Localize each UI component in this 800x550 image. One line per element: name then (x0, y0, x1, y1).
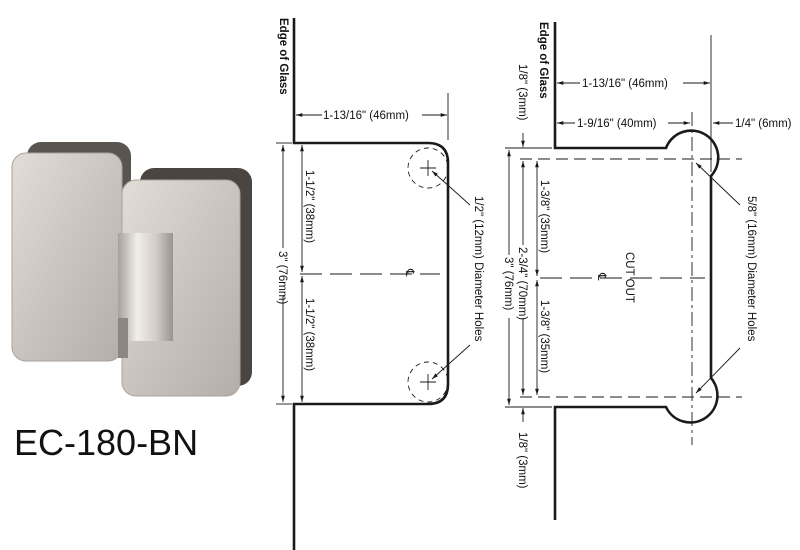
glass-width-dim: 1-13/16" (46mm) (323, 110, 409, 122)
glass-hole-drawing (276, 18, 471, 550)
cutout-edge-of-glass-label: Edge of Glass (537, 22, 549, 99)
glass-upper-half-dim: 1-1/2" (38mm) (303, 170, 315, 243)
cutout-upper-half-dim: 1-3/8" (35mm) (538, 180, 550, 253)
edge-of-glass-label: Edge of Glass (277, 18, 289, 95)
cutout-height-dim: 3" (76mm) (502, 257, 514, 310)
hole-top (407, 147, 449, 189)
cutout-width-dim: 1-13/16" (46mm) (582, 78, 668, 90)
glass-lower-half-dim: 1-1/2" (38mm) (303, 298, 315, 371)
hole-bottom (407, 361, 449, 403)
hole-center-dim: 1-9/16" (40mm) (577, 118, 657, 130)
offset-dim: 1/4" (6mm) (735, 118, 792, 130)
top-gap-dim: 1/8" (3mm) (516, 64, 528, 121)
model-number: EC-180-BN (14, 422, 198, 463)
glass-height-dim: 3" (76mm) (276, 251, 288, 304)
cutout-centerline-symbol: ℄ (595, 272, 607, 281)
glass-holes-label: 1/2" (12mm) Diameter Holes (472, 196, 484, 342)
bottom-gap-dim: 1/8" (3mm) (516, 432, 528, 489)
cutout-lower-half-dim: 1-3/8" (35mm) (538, 300, 550, 373)
hinge-product-image (11, 142, 252, 397)
centerline-symbol: ℄ (403, 268, 415, 277)
cutout-drawing (505, 22, 742, 520)
cut-out-label: CUT OUT (623, 252, 635, 303)
hole-spacing-dim: 2-3/4" (70mm) (516, 247, 528, 320)
cutout-holes-label: 5/8" (16mm) Diameter Holes (745, 196, 757, 342)
